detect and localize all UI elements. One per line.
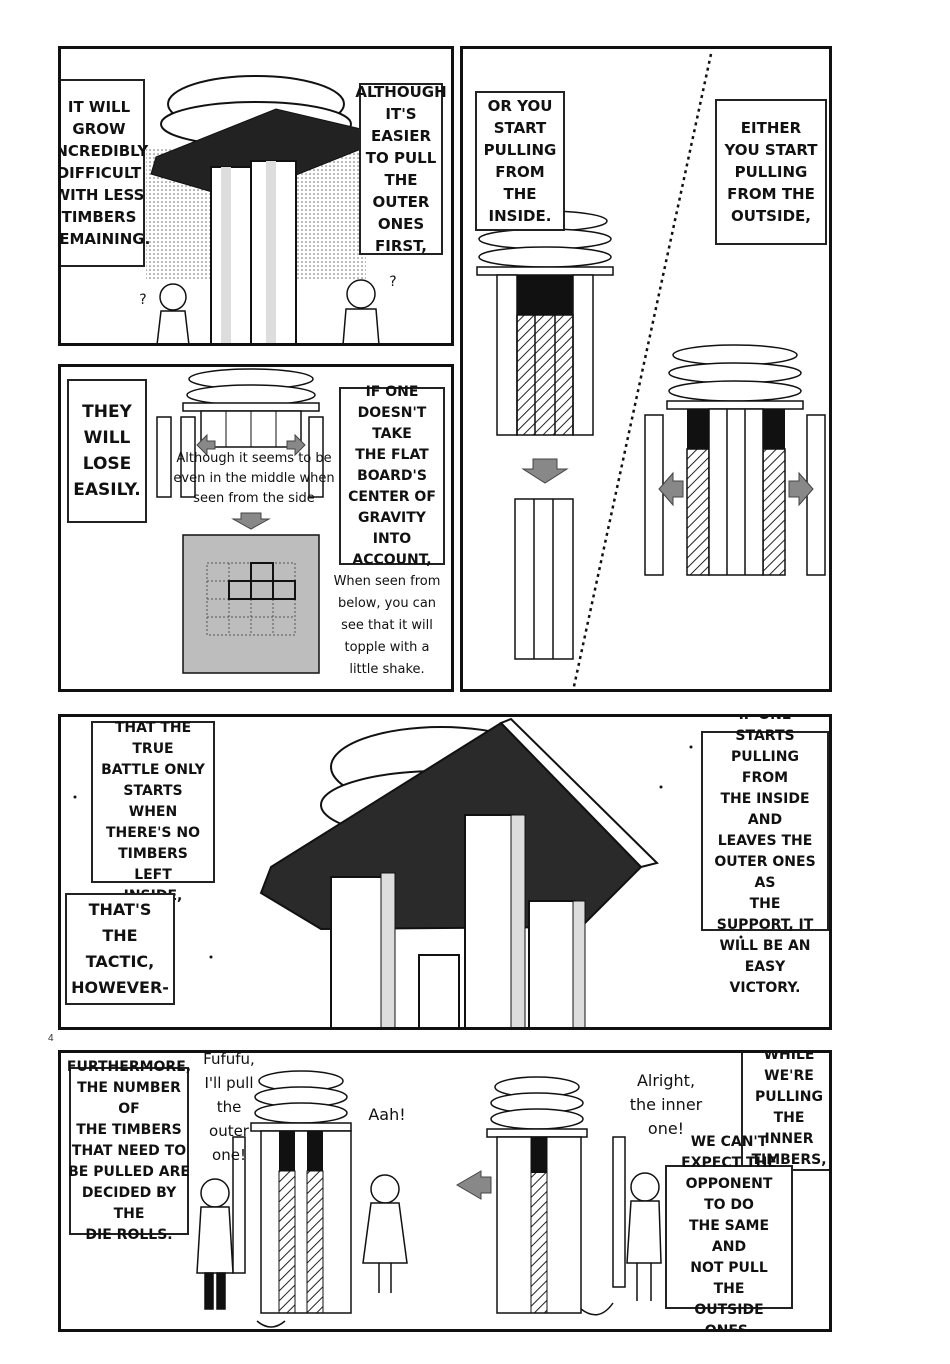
panel-pull-inside-vs-outside: OR YOU START PULLING FROM THE INSIDE. EI… [460,46,832,692]
timber-diagrams [476,53,826,689]
caption-start-outside: EITHER YOU START PULLING FROM THE OUTSID… [715,99,827,245]
caption-grow-difficult: IT WILL GROW INCREDIBLY DIFFICULT WITH L… [61,79,150,267]
panel-center-of-gravity: THEY WILL LOSE EASILY. Although it seems… [58,364,454,692]
speech-fufufu: Fufufu, I'll pull the outer one! [203,1050,255,1164]
players-pulling-timbers [196,1070,662,1328]
caption-start-inside: OR YOU START PULLING FROM THE INSIDE. [475,91,565,231]
tower-closeup [73,717,743,1027]
panel-tower-outer-easier: IT WILL GROW INCREDIBLY DIFFICULT WITH L… [58,46,454,346]
panel-die-rolls: FURTHERMORE, THE NUMBER OF THE TIMBERS T… [58,1050,832,1332]
caption-cant-expect: WE CAN'T EXPECT THE OPPONENT TO DO THE S… [665,1134,793,1329]
caption-center-of-gravity: IF ONE DOESN'T TAKE THE FLAT BOARD'S CEN… [339,384,445,568]
caption-die-rolls: FURTHERMORE, THE NUMBER OF THE TIMBERS T… [66,1058,192,1243]
sfx-question-right: ? [389,274,397,290]
tower-illustration [146,75,366,343]
caption-comparison: IN COMPARISON, IF ONE STARTS PULLING FRO… [701,717,829,996]
caption-lose-easily: THEY WILL LOSE EASILY. [67,379,147,523]
page-number: 4 [48,1033,54,1044]
sfx-question-left: ? [139,292,147,308]
caption-easier-outer: ALTHOUGH IT'S EASIER TO PULL THE OUTER O… [355,83,447,255]
note-seen-from-side: Although it seems to be even in the midd… [173,451,335,506]
caption-tactic-however: THAT'S THE TACTIC, HOWEVER- [65,893,175,1005]
speech-alright: Alright, the inner one! [629,1071,703,1138]
speech-aah: Aah! [368,1105,406,1124]
caption-while-pulling-inner: WHILE WE'RE PULLING THE INNER TIMBERS, [741,1053,829,1171]
caption-true-battle: YOU CAN SAY THAT THE TRUE BATTLE ONLY ST… [91,720,215,904]
characters-sketch [156,279,380,343]
gravity-diagram [156,368,324,674]
panel-true-battle: YOU CAN SAY THAT THE TRUE BATTLE ONLY ST… [58,714,832,1030]
note-seen-from-below: When seen from below, you can see that i… [333,574,441,677]
